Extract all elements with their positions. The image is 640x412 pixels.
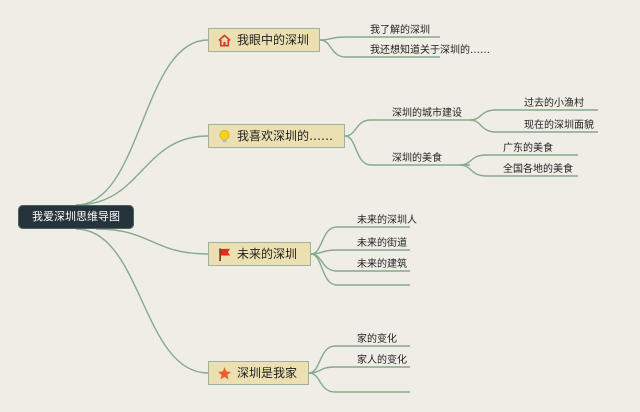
branch-link (310, 253, 410, 286)
leaf-link (469, 109, 598, 121)
star-icon (217, 366, 232, 379)
central-topic[interactable]: 我爱深圳思维导图 (18, 205, 134, 229)
leaf-node[interactable]: 未来的街道 (357, 238, 407, 249)
subtopic-food[interactable]: 深圳的美食 (392, 153, 442, 164)
leaf-node[interactable]: 现在的深圳面貌 (524, 120, 594, 131)
leaf-node[interactable]: 我了解的深圳 (370, 25, 430, 36)
branch-link (310, 249, 410, 255)
leaf-node[interactable]: 过去的小渔村 (524, 98, 584, 109)
leaf-link (469, 119, 598, 133)
leaf-node[interactable]: 家的变化 (357, 334, 397, 345)
leaf-node[interactable]: 我还想知道关于深圳的…… (370, 45, 490, 56)
branch-link (344, 119, 470, 137)
branch-topic-label: 我眼中的深圳 (237, 33, 310, 47)
root-link (75, 228, 209, 374)
branch-link (319, 39, 440, 58)
leaf-node[interactable]: 全国各地的美食 (503, 164, 573, 175)
branch-link (310, 226, 410, 255)
root-link (75, 135, 209, 206)
leaf-link (459, 164, 578, 177)
leaf-node[interactable]: 未来的建筑 (357, 259, 407, 270)
branch-topic-label: 未来的深圳 (237, 247, 298, 261)
branch-topic-home[interactable]: 深圳是我家 (208, 361, 309, 385)
branch-link (319, 36, 440, 41)
leaf-link (459, 154, 578, 166)
branch-topic-what-i-like[interactable]: 我喜欢深圳的…… (208, 124, 345, 148)
branch-topic-label: 深圳是我家 (237, 366, 298, 380)
root-link (95, 228, 209, 255)
home-icon (218, 34, 231, 46)
leaf-node[interactable]: 家人的变化 (357, 355, 407, 366)
branch-topic-label: 我喜欢深圳的…… (237, 129, 334, 143)
root-link (75, 39, 209, 206)
lightbulb-icon (219, 129, 230, 142)
branch-link (308, 366, 410, 374)
branch-link (308, 372, 410, 393)
leaf-node[interactable]: 未来的深圳人 (357, 215, 417, 226)
branch-topic-future[interactable]: 未来的深圳 (208, 242, 311, 266)
branch-link (308, 345, 410, 374)
branch-link (344, 135, 470, 166)
red-flag-icon (219, 247, 231, 261)
branch-topic-my-view[interactable]: 我眼中的深圳 (208, 28, 320, 52)
subtopic-city-construction[interactable]: 深圳的城市建设 (392, 108, 462, 119)
leaf-node[interactable]: 广东的美食 (503, 143, 553, 154)
